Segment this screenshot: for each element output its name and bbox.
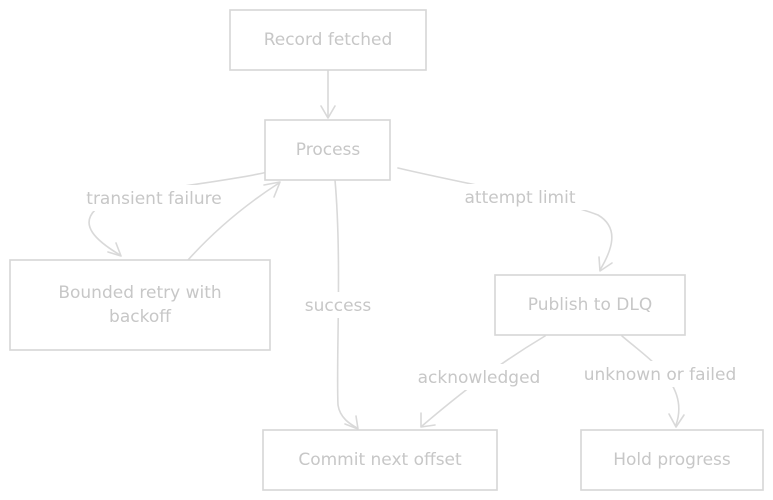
node-bounded-retry: Bounded retry with backoff <box>9 259 271 351</box>
edge-label-unknown-or-failed: unknown or failed <box>572 361 748 387</box>
node-commit-offset: Commit next offset <box>262 429 498 491</box>
svg-text:Record fetched: Record fetched <box>264 30 393 50</box>
svg-text:transient failure: transient failure <box>86 189 221 209</box>
svg-text:acknowledged: acknowledged <box>418 368 541 388</box>
node-publish-dlq: Publish to DLQ <box>494 274 686 336</box>
edge-label-attempt-limit: attempt limit <box>452 184 586 210</box>
svg-text:backoff: backoff <box>109 307 172 327</box>
svg-text:Hold progress: Hold progress <box>613 450 731 470</box>
edge-process-to-dlq <box>397 167 613 272</box>
node-record-fetched: Record fetched <box>229 9 427 71</box>
svg-text:Publish to DLQ: Publish to DLQ <box>528 295 652 315</box>
svg-text:Process: Process <box>296 140 361 160</box>
node-hold-progress: Hold progress <box>580 429 764 491</box>
edge-retry-to-process <box>187 181 281 261</box>
edge-process-to-retry <box>88 171 269 257</box>
edge-label-success: success <box>298 292 378 318</box>
svg-text:unknown or failed: unknown or failed <box>584 365 737 385</box>
svg-text:Bounded retry with: Bounded retry with <box>58 283 221 303</box>
node-process: Process <box>264 119 391 181</box>
svg-text:success: success <box>305 296 372 316</box>
edge-process-to-commit <box>334 179 359 430</box>
svg-text:attempt limit: attempt limit <box>464 188 575 208</box>
svg-text:Commit next offset: Commit next offset <box>298 450 462 470</box>
edge-fetched-to-process <box>320 69 336 119</box>
edge-label-acknowledged: acknowledged <box>412 364 546 390</box>
edge-label-transient-failure: transient failure <box>72 185 236 211</box>
